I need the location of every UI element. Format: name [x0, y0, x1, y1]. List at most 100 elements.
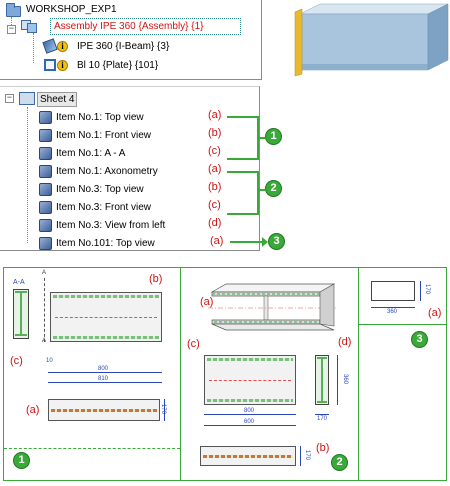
assembly-icon: [21, 18, 39, 33]
dim-810: 810: [98, 376, 109, 382]
panel-divider: [359, 324, 447, 325]
group-arrow: [230, 241, 266, 243]
group-bracket: [258, 189, 265, 191]
view-letter: (b): [208, 127, 222, 139]
dim-170: 170: [304, 450, 310, 461]
tree-node-assembly[interactable]: Assembly IPE 360 {Assembly} {1}: [50, 18, 241, 35]
view-icon: [39, 183, 52, 196]
arrow-head-icon: [262, 237, 268, 247]
dimension-line: [48, 382, 162, 383]
item3-top-view[interactable]: [200, 446, 296, 466]
dim-360: 360: [387, 309, 398, 315]
workshop-folder-icon: [6, 3, 21, 17]
view-icon: [39, 237, 52, 250]
group-bracket: [227, 116, 257, 118]
view-letter: (b): [149, 273, 163, 285]
view-icon: [39, 201, 52, 214]
item3-left-view[interactable]: [315, 355, 329, 405]
group-bracket: [258, 137, 265, 139]
tree-node-view[interactable]: Item No.1: Front view: [56, 130, 152, 141]
info-icon: i: [57, 60, 68, 71]
front-view-beam[interactable]: [50, 292, 162, 342]
info-icon: i: [57, 41, 68, 52]
plate-top-view[interactable]: [371, 281, 415, 301]
view-letter: (a): [26, 404, 40, 416]
beam-3d-drawing: [294, 3, 449, 77]
panel-divider: [358, 268, 359, 480]
beam-3d-view[interactable]: [290, 0, 450, 80]
collapse-toggle[interactable]: −: [5, 93, 14, 103]
dimension-line: [337, 355, 338, 405]
group-badge-1: 1: [265, 128, 282, 145]
view-icon: [39, 111, 52, 124]
dim-800: 800: [98, 366, 109, 372]
sheet-tree-panel: − Sheet 4 Item No.1: Top view (a) Item N…: [0, 86, 260, 251]
dimension-line: [300, 446, 301, 466]
dimension-line: [164, 399, 165, 421]
group-badge-2: 2: [331, 454, 348, 471]
axonometric-drawing: [208, 283, 338, 331]
view-letter: (b): [316, 442, 330, 454]
dimension-line: [315, 414, 329, 415]
structure-tree-panel: WORKSHOP_EXP1 − Assembly IPE 360 {Assemb…: [0, 0, 262, 80]
view-letter: (c): [10, 355, 23, 367]
view-icon: [39, 129, 52, 142]
plate-icon: [44, 59, 56, 71]
collapse-toggle[interactable]: −: [7, 24, 16, 34]
tree-node-view[interactable]: Item No.3: Front view: [56, 202, 152, 213]
tree-connector: [11, 17, 12, 31]
ibeam-icon: [42, 38, 58, 54]
axonometric-view[interactable]: [204, 278, 342, 336]
group-bracket: [227, 213, 257, 215]
tree-node-view[interactable]: Item No.1: Top view: [56, 112, 144, 123]
group-badge-3: 3: [268, 233, 285, 250]
view-letter: (a): [200, 296, 214, 308]
dimension-line: [204, 425, 296, 426]
tree-node-view[interactable]: Item No.101: Top view: [56, 238, 155, 249]
dim-170: 170: [424, 284, 430, 295]
view-letter: (c): [208, 199, 221, 211]
tree-node-view[interactable]: Item No.3: Top view: [56, 184, 144, 195]
panel-divider: [4, 448, 180, 449]
item3-front-view[interactable]: [204, 355, 296, 405]
panel-divider: [180, 268, 181, 480]
tree-node-view[interactable]: Item No.1: Axonometry: [56, 166, 158, 177]
tree-connector: [33, 33, 34, 63]
sheet-icon: [19, 92, 35, 105]
view-letter: (a): [428, 307, 442, 319]
section-line: [44, 278, 45, 342]
view-icon: [39, 219, 52, 232]
view-letter: (d): [208, 217, 222, 229]
tree-node-plate[interactable]: Bl 10 {Plate} {101}: [77, 60, 159, 71]
tree-node-sheet[interactable]: Sheet 4: [37, 92, 78, 107]
view-letter: (a): [208, 109, 222, 121]
tree-node-workshop[interactable]: WORKSHOP_EXP1: [26, 4, 117, 15]
tree-connector: [27, 107, 28, 243]
dim-170: 170: [160, 404, 166, 415]
top-view-beam[interactable]: [48, 399, 160, 421]
section-marker: A: [42, 270, 47, 276]
view-icon: [39, 147, 52, 160]
dim-360: 360: [342, 374, 348, 385]
dim-170: 170: [317, 416, 328, 422]
section-view[interactable]: [13, 289, 29, 339]
tree-node-view[interactable]: Item No.3: View from left: [56, 220, 166, 231]
group-bracket: [227, 171, 257, 173]
group-badge-2: 2: [265, 180, 282, 197]
tree-node-view[interactable]: Item No.1: A - A: [56, 148, 126, 159]
tree-node-ibeam[interactable]: IPE 360 {I-Beam} {3}: [77, 41, 170, 52]
group-bracket: [227, 158, 257, 160]
group-badge-1: 1: [13, 452, 30, 469]
dimension-line: [48, 372, 162, 373]
dimension-line: [371, 307, 415, 308]
dim-10: 10: [46, 358, 53, 364]
dim-600: 600: [244, 419, 255, 425]
view-letter: (d): [338, 336, 352, 348]
view-letter: (a): [210, 235, 224, 247]
view-letter: (b): [208, 181, 222, 193]
view-letter: (a): [208, 163, 222, 175]
dimension-line: [420, 281, 421, 301]
drawing-sheet[interactable]: A-A A A (b) (c) 10 800 810 170 (a) 1: [3, 267, 447, 481]
group-bracket: [257, 171, 259, 215]
dimension-line: [204, 414, 296, 415]
